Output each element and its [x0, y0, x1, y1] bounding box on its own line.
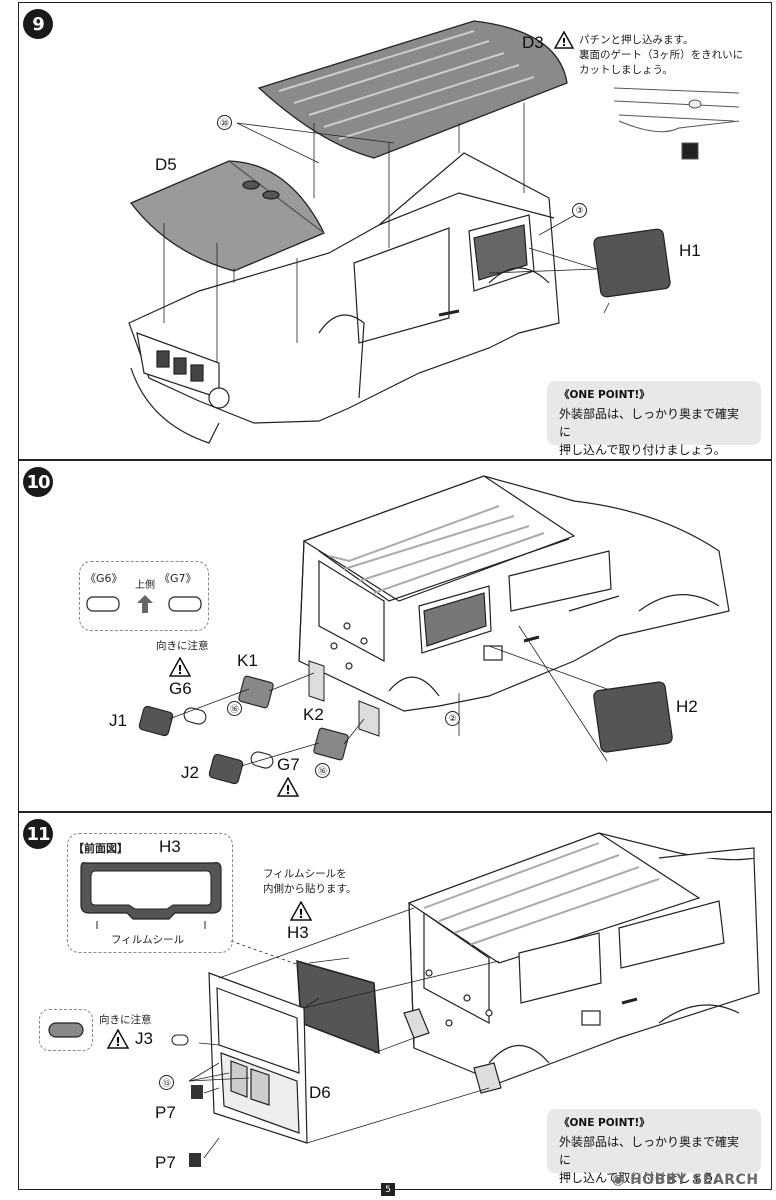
label-h2: H2	[676, 697, 698, 716]
callout-2: ②	[445, 711, 460, 726]
film-note-1: フィルムシールを	[263, 868, 347, 880]
caution-icon-j3: !	[107, 1029, 129, 1049]
label-d6: D6	[309, 1083, 331, 1102]
part-j1	[138, 705, 174, 737]
step-11-illustration	[171, 832, 760, 1167]
callout-16-a: ⑯	[227, 701, 242, 716]
one-point-note: 《ONE POINT!》 外装部品は、しっかり奥まで確実に 押し込んで取り付けま…	[547, 381, 761, 457]
orientation-box	[79, 561, 209, 631]
svg-text:!: !	[298, 907, 303, 921]
car-body-rear	[298, 475, 730, 712]
part-p7-a	[191, 1085, 203, 1099]
callout-20: ⑳	[217, 115, 232, 130]
roof-part-d3	[257, 20, 568, 159]
label-d5: D5	[155, 155, 177, 174]
car-body	[128, 152, 560, 444]
page-number: 5	[381, 1183, 395, 1196]
d3-detail-inset	[613, 87, 740, 160]
caution-text: 向きに注意	[99, 1014, 152, 1026]
callout-16-b: ⑯	[315, 763, 330, 778]
label-j1: J1	[109, 711, 127, 730]
front-view-label: 【前面図】	[73, 842, 128, 855]
car-body-rear	[403, 832, 760, 1094]
one-point-line-2: 押し込んで取り付けましょう。	[559, 1171, 726, 1185]
tailgate-part-d6	[208, 972, 308, 1144]
hood-part-d5	[129, 160, 325, 272]
leader-lines	[188, 907, 500, 1159]
label-k2: K2	[303, 705, 324, 724]
up-label: 上側	[135, 580, 155, 591]
j3-orientation-box	[39, 1009, 93, 1051]
part-j3	[171, 1034, 189, 1046]
leader-lines	[163, 103, 610, 363]
one-point-title: 《ONE POINT!》	[559, 389, 650, 401]
front-view-diagram	[80, 862, 222, 929]
watermark-logo-icon: ◉	[612, 1172, 631, 1188]
g6-shape	[86, 596, 120, 612]
caution-icon: !	[169, 657, 191, 677]
d3-note-1: パチンと押し込みます。	[579, 34, 694, 46]
film-note-2: 内側から貼ります。	[263, 883, 357, 895]
watermark-text: HOBBY SEARCH	[630, 1172, 759, 1188]
part-k2	[313, 727, 349, 761]
svg-text:!: !	[561, 36, 566, 49]
svg-text:!: !	[285, 783, 290, 797]
caution-text: 向きに注意	[156, 640, 209, 652]
leader-lines	[168, 625, 608, 767]
d3-note-2: 裏面のゲート（3ヶ所）をきれいに	[579, 49, 744, 61]
watermark: ◉ HOBBY SEARCH	[612, 1172, 759, 1188]
part-p7-b	[189, 1153, 201, 1167]
orientation-shapes	[86, 595, 202, 613]
step-9-panel: 9	[18, 2, 772, 460]
g7-shape	[168, 596, 202, 612]
g7-bracket-label: 《G7》	[159, 572, 197, 585]
label-h3-front: H3	[159, 837, 181, 856]
label-h1: H1	[679, 241, 701, 260]
one-point-line-1: 外装部品は、しっかり奥まで確実に	[559, 407, 740, 439]
up-arrow-icon	[137, 595, 153, 613]
tailgate-brackets	[308, 660, 380, 737]
svg-text:!: !	[115, 1035, 120, 1049]
one-point-title: 《ONE POINT!》	[559, 1117, 650, 1129]
caution-icon-h3: !	[290, 901, 312, 921]
film-seal-label: フィルムシール	[111, 934, 185, 946]
label-k1: K1	[237, 651, 258, 670]
window-part-h1	[593, 228, 671, 298]
svg-text:!: !	[177, 663, 182, 677]
part-j2	[208, 753, 244, 785]
label-j2: J2	[181, 763, 199, 782]
d3-note-3: カットしましょう。	[579, 64, 673, 76]
step-number: 11	[23, 819, 53, 849]
step-number: 10	[23, 467, 53, 497]
window-part-h3	[296, 959, 380, 1055]
step-10-panel: 10	[18, 460, 772, 812]
part-k1	[238, 675, 274, 709]
light-parts	[138, 675, 349, 785]
label-p7-b: P7	[155, 1153, 176, 1172]
one-point-line-2: 押し込んで取り付けましょう。	[559, 443, 726, 457]
one-point-line-1: 外装部品は、しっかり奥まで確実に	[559, 1135, 740, 1167]
label-p7-a: P7	[155, 1103, 176, 1122]
j3-shape	[48, 1022, 84, 1038]
label-h3: H3	[287, 923, 309, 942]
step-10-illustration	[138, 475, 730, 785]
front-view-box	[67, 833, 233, 953]
g6-bracket-label: 《G6》	[85, 572, 123, 585]
step-9-illustration	[128, 20, 740, 444]
label-g7: G7	[277, 755, 300, 774]
window-part-h2	[593, 681, 673, 753]
label-j3: J3	[135, 1029, 153, 1048]
one-point-note: 《ONE POINT!》 外装部品は、しっかり奥まで確実に 押し込んで取り付けま…	[547, 1109, 761, 1185]
callout-3: ③	[572, 203, 587, 218]
label-g6: G6	[169, 679, 192, 698]
caution-icon: !	[554, 31, 574, 49]
caution-icon-g7: !	[277, 777, 299, 797]
step-number: 9	[23, 9, 53, 39]
callout-13: ⑬	[159, 1075, 174, 1090]
label-d3: D3	[522, 33, 544, 52]
step-11-panel: 11	[18, 812, 772, 1190]
